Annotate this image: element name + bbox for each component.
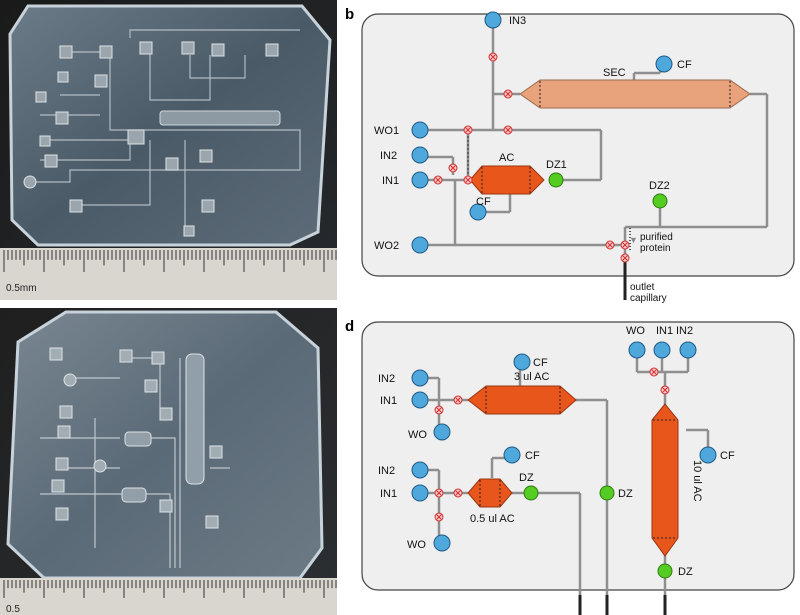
zone-dz-right-icon xyxy=(657,563,673,579)
port-cf-b-icon xyxy=(503,446,521,464)
valve-icon xyxy=(649,367,659,377)
port-in1-a-icon xyxy=(411,391,429,409)
port-in2-b-icon xyxy=(411,461,429,479)
ruler-label-c: 0.5 xyxy=(6,604,20,615)
label-in2-b: IN2 xyxy=(378,465,395,477)
valve-icon xyxy=(503,89,513,99)
label-purified-2: protein xyxy=(640,243,671,254)
label-dz1: DZ1 xyxy=(546,159,567,171)
port-cf-ac-icon xyxy=(469,203,487,221)
port-cf-right-icon xyxy=(699,446,717,464)
zone-dz-b-icon xyxy=(523,485,539,501)
label-ac05: 0.5 ul AC xyxy=(470,513,515,525)
label-sec: SEC xyxy=(603,67,626,79)
label-cf-b: CF xyxy=(525,450,540,462)
label-cf-top: CF xyxy=(677,59,692,71)
label-in1-a: IN1 xyxy=(380,395,397,407)
label-in3: IN3 xyxy=(509,15,526,27)
label-ac3: 3 ul AC xyxy=(514,371,550,383)
label-ac: AC xyxy=(499,152,514,164)
valve-icon xyxy=(433,175,443,185)
panel-letter-b: b xyxy=(345,6,355,23)
label-wo-top: WO xyxy=(626,325,645,337)
label-cf-a: CF xyxy=(533,357,548,369)
valve-icon xyxy=(434,512,444,522)
valves-d xyxy=(434,367,670,522)
label-in1-b: IN1 xyxy=(380,488,397,500)
valve-icon xyxy=(463,175,473,185)
port-in2-icon xyxy=(411,146,429,164)
zone-dz2-icon xyxy=(652,193,668,209)
label-in2: IN2 xyxy=(380,150,397,162)
port-wo2-icon xyxy=(411,236,429,254)
label-wo-b: WO xyxy=(407,539,426,551)
port-wo1-icon xyxy=(411,121,429,139)
port-in2-top-icon xyxy=(679,341,697,359)
valve-icon xyxy=(434,488,444,498)
label-dz-b: DZ xyxy=(519,472,534,484)
valve-icon xyxy=(605,240,615,250)
label-dz2: DZ2 xyxy=(649,180,670,192)
valve-icon xyxy=(463,125,473,135)
ruler-label-a: 0.5mm xyxy=(6,283,37,294)
label-purified-1: purified xyxy=(640,232,673,243)
diagram-d: WO IN1 IN2 IN2 IN1 WO CF 3 ul AC IN2 IN1… xyxy=(361,321,795,615)
valve-icon xyxy=(620,240,630,250)
port-cf-a-icon xyxy=(513,353,531,371)
label-in1-top: IN1 xyxy=(656,325,673,337)
photo-chip-a: 0.5mm xyxy=(0,0,337,300)
valve-icon xyxy=(488,52,498,62)
zone-dz-mid-icon xyxy=(599,485,615,501)
port-wo-top-icon xyxy=(628,341,646,359)
panel-letter-d: d xyxy=(345,318,355,335)
valve-icon xyxy=(660,385,670,395)
label-cf-ac: CF xyxy=(476,196,491,208)
label-wo1: WO1 xyxy=(374,125,399,137)
valve-icon xyxy=(453,395,463,405)
label-wo-a: WO xyxy=(408,429,427,441)
port-wo-b-icon xyxy=(433,534,451,552)
valve-icon xyxy=(434,405,444,415)
label-in2-a: IN2 xyxy=(378,373,395,385)
label-in1: IN1 xyxy=(382,175,399,187)
zone-dz1-icon xyxy=(548,172,564,188)
label-ac10: 10 ul AC xyxy=(691,460,703,502)
label-outlet-1: outlet xyxy=(630,282,655,293)
valve-icon xyxy=(448,163,458,173)
port-cf-top-icon xyxy=(655,55,673,73)
label-in2-top: IN2 xyxy=(676,325,693,337)
diagram-b: ▼ IN3 SEC CF WO1 IN2 IN1 AC DZ1 CF DZ2 W… xyxy=(361,11,795,304)
label-dz-right: DZ xyxy=(678,566,693,578)
port-in1-b-icon xyxy=(411,484,429,502)
port-in1-top-icon xyxy=(653,341,671,359)
port-in2-a-icon xyxy=(411,369,429,387)
valve-icon xyxy=(620,253,630,263)
port-wo-a-icon xyxy=(433,423,451,441)
label-dz-mid: DZ xyxy=(618,488,633,500)
label-cf-right: CF xyxy=(720,450,735,462)
port-in3-icon xyxy=(484,11,502,29)
port-in1-icon xyxy=(411,171,429,189)
photo-chip-c: 0.5 xyxy=(0,308,337,615)
valve-icon xyxy=(453,488,463,498)
svg-text:▼: ▼ xyxy=(629,235,638,245)
valves-b xyxy=(433,52,630,263)
label-outlet-2: capillary xyxy=(630,293,667,304)
valve-icon xyxy=(503,125,513,135)
label-wo2: WO2 xyxy=(374,240,399,252)
